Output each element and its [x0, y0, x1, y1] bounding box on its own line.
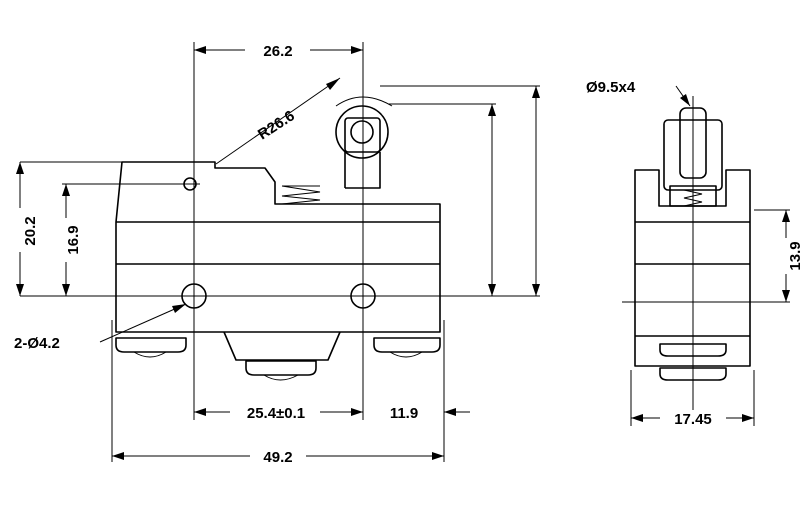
side-spring-icon	[683, 189, 703, 207]
actuator-arm	[344, 152, 381, 189]
dim-actuator-offset: 26.2	[194, 43, 363, 60]
dim-hole-to-edge: 11.9	[390, 405, 470, 422]
label-mount-holes: 2-Ø4.2	[14, 335, 60, 352]
side-terminal-lower	[659, 367, 727, 381]
terminal-center	[245, 360, 317, 381]
dim-height-body: 16.9	[62, 184, 82, 296]
label-side-width: 17.45	[674, 411, 712, 428]
center-lines	[20, 42, 540, 420]
roller-hub	[350, 120, 374, 144]
side-terminal-upper	[659, 343, 727, 357]
roller-outer	[335, 105, 389, 159]
label-width-overall: 49.2	[263, 449, 292, 466]
dim-roller-diameter: Ø9.5x4	[586, 79, 691, 107]
terminal-right	[373, 337, 441, 358]
front-view	[115, 96, 441, 381]
dim-side-height: 13.9	[782, 210, 804, 302]
side-body-outline	[634, 169, 751, 367]
dim-height-overall: 20.2	[16, 162, 39, 296]
dim-right-verticals	[488, 86, 540, 296]
label-hole-to-edge: 11.9	[390, 405, 418, 422]
label-hole-pitch: 25.4±0.1	[247, 405, 305, 422]
label-height-body: 16.9	[65, 225, 82, 254]
switch-body-outline	[115, 161, 441, 333]
dim-width-overall: 49.2	[112, 449, 444, 466]
extension-lines	[111, 85, 540, 462]
terminal-bridge	[223, 331, 341, 361]
label-height-overall: 20.2	[22, 216, 39, 245]
label-actuator-offset: 26.2	[263, 43, 292, 60]
dim-side-width: 17.45	[631, 411, 754, 428]
side-center-lines	[622, 96, 790, 426]
dim-hole-pitch: 25.4±0.1	[194, 405, 363, 422]
terminal-left	[115, 337, 187, 358]
label-side-height: 13.9	[787, 241, 804, 270]
dim-roller-radius: R26.6	[215, 77, 341, 165]
label-roller-diameter: Ø9.5x4	[586, 79, 636, 96]
dim-mount-holes: 2-Ø4.2	[14, 303, 187, 352]
roller-arc	[335, 96, 393, 107]
label-roller-radius: R26.6	[255, 107, 298, 143]
spring-icon	[281, 185, 321, 205]
